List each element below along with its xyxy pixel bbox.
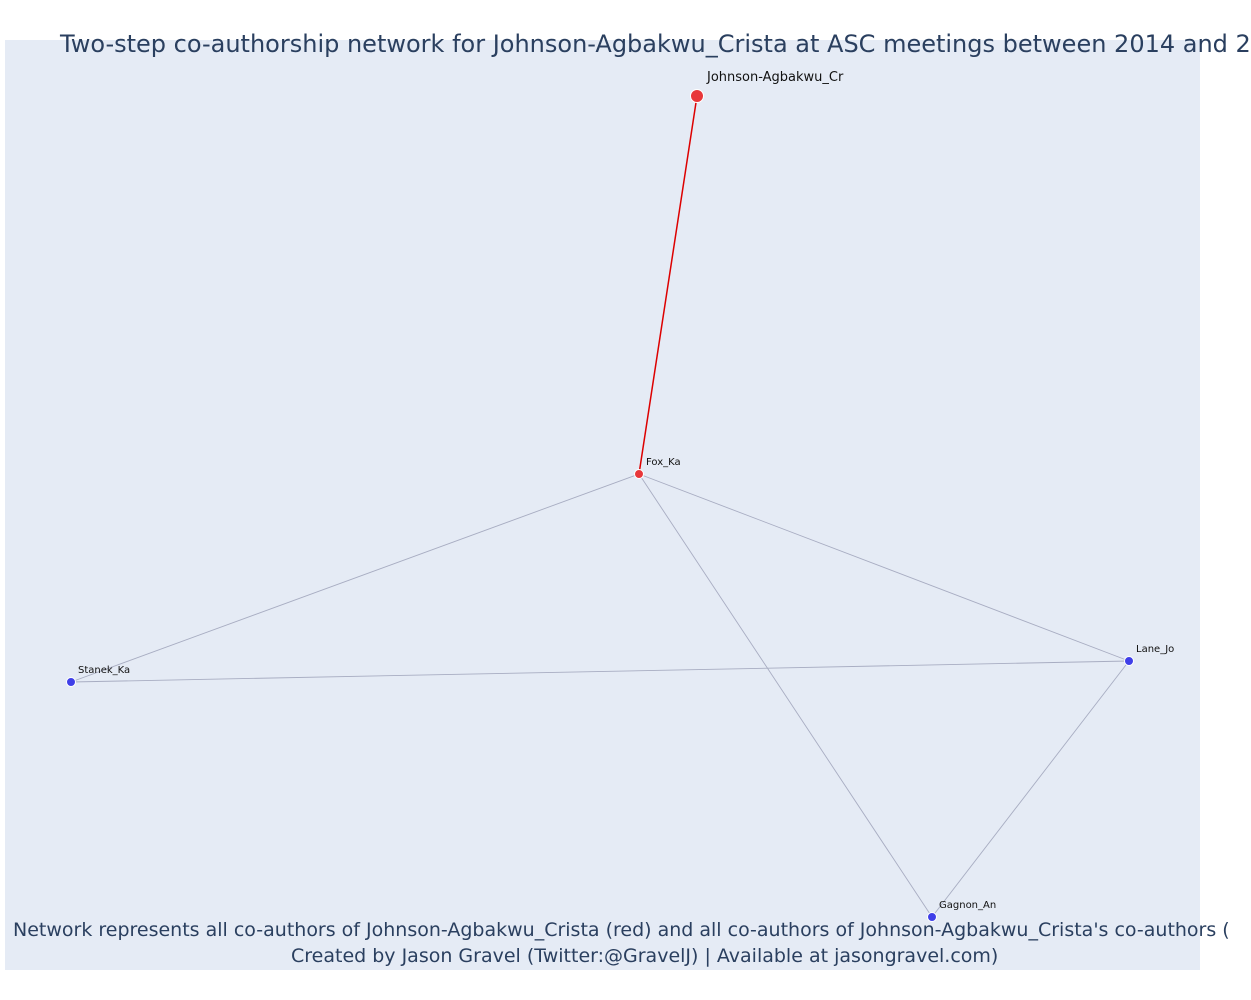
node-lane[interactable] bbox=[1124, 656, 1134, 666]
node-label-fox: Fox_Ka bbox=[646, 457, 681, 468]
edge-layer bbox=[70, 95, 1130, 918]
edge-fox-lane bbox=[638, 473, 1130, 662]
caption-credit: Created by Jason Gravel (Twitter:@Gravel… bbox=[291, 945, 999, 967]
node-label-lane: Lane_Jo bbox=[1136, 644, 1174, 655]
caption-description: Network represents all co-authors of Joh… bbox=[13, 919, 1230, 941]
network-plot-area bbox=[5, 40, 1200, 970]
node-fox[interactable] bbox=[634, 469, 644, 479]
edge-lane-gagnon bbox=[931, 660, 1130, 918]
node-gagnon[interactable] bbox=[927, 912, 937, 922]
chart-title: Two-step co-authorship network for Johns… bbox=[60, 30, 1251, 58]
edge-stanek-lane bbox=[70, 660, 1130, 683]
node-focal[interactable] bbox=[690, 89, 704, 103]
node-label-focal: Johnson-Agbakwu_Cr bbox=[706, 70, 844, 85]
node-label-stanek: Stanek_Ka bbox=[78, 665, 130, 676]
edge-fox-gagnon bbox=[638, 473, 933, 918]
node-stanek[interactable] bbox=[66, 677, 76, 687]
node-label-gagnon: Gagnon_An bbox=[939, 900, 996, 911]
edge-fox-stanek bbox=[70, 473, 640, 683]
edge-focal-fox bbox=[638, 95, 698, 475]
